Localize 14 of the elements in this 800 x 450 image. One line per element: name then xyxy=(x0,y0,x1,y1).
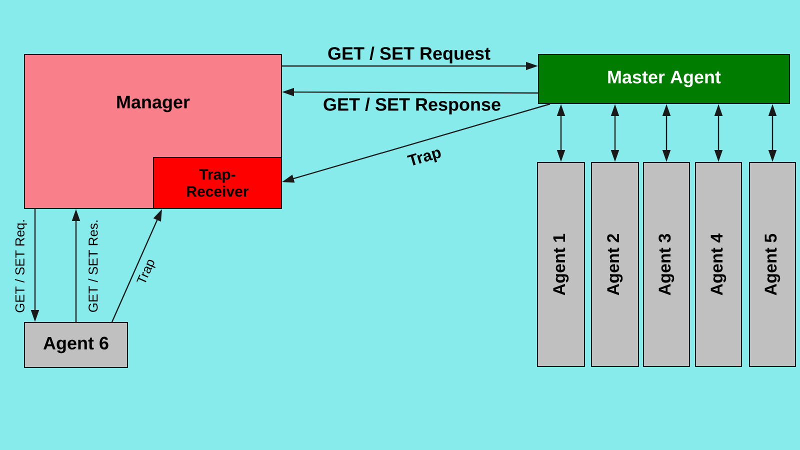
edge-label: Trap xyxy=(135,256,159,288)
box: Trap- Receiver xyxy=(153,157,282,209)
edge-label: GET / SET Res. xyxy=(87,218,99,314)
edge-label: GET / SET Response xyxy=(322,96,502,116)
box: Agent 2 xyxy=(591,162,639,367)
edge-label: Trap xyxy=(406,145,444,171)
box: Agent 5 xyxy=(749,162,796,367)
box: Master Agent xyxy=(538,54,790,104)
box: Agent 1 xyxy=(537,162,585,367)
edge-label: GET / SET Req. xyxy=(14,218,28,314)
box: Agent 3 xyxy=(643,162,690,367)
box: Agent 4 xyxy=(695,162,742,367)
edge-label: GET / SET Request xyxy=(326,46,492,64)
box: Agent 6 xyxy=(24,322,128,368)
